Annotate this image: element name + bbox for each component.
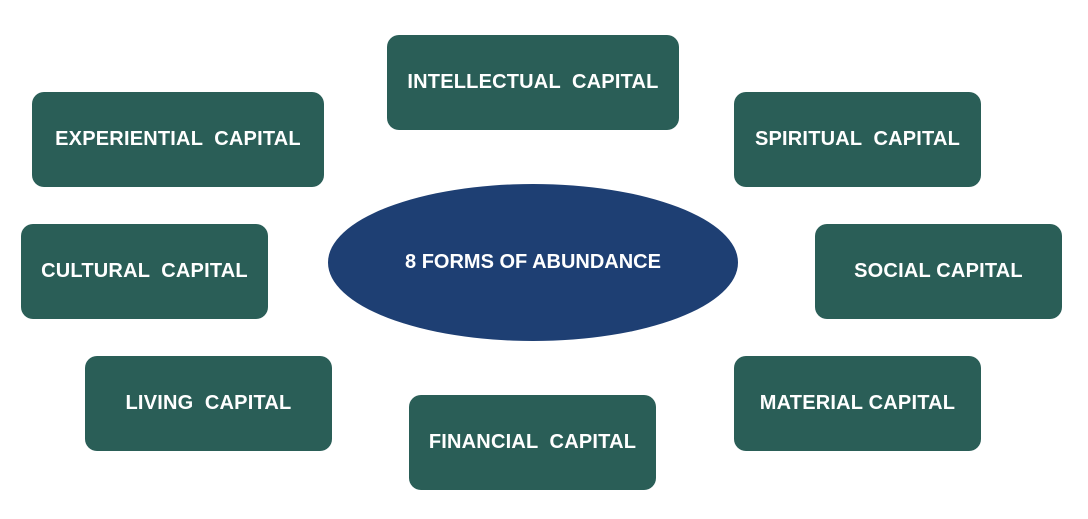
node-label: EXPERIENTIAL CAPITAL: [55, 128, 301, 150]
node-material-capital: MATERIAL CAPITAL: [734, 356, 981, 451]
node-label: INTELLECTUAL CAPITAL: [407, 71, 659, 93]
node-label: SOCIAL CAPITAL: [854, 260, 1023, 282]
node-label: FINANCIAL CAPITAL: [428, 431, 637, 453]
node-social-capital: SOCIAL CAPITAL: [815, 224, 1062, 319]
center-ellipse: 8 FORMS OF ABUNDANCE: [328, 184, 738, 341]
node-label: MATERIAL CAPITAL: [759, 392, 956, 414]
node-living-capital: LIVING CAPITAL: [85, 356, 332, 451]
node-label: SPIRITUAL CAPITAL: [754, 128, 961, 150]
node-intellectual-capital: INTELLECTUAL CAPITAL: [387, 35, 679, 130]
node-spiritual-capital: SPIRITUAL CAPITAL: [734, 92, 981, 187]
node-experiential-capital: EXPERIENTIAL CAPITAL: [32, 92, 324, 187]
node-label: CULTURAL CAPITAL: [41, 260, 248, 282]
center-label: 8 FORMS OF ABUNDANCE: [405, 251, 661, 273]
node-cultural-capital: CULTURAL CAPITAL: [21, 224, 268, 319]
node-label: LIVING CAPITAL: [125, 392, 292, 414]
node-financial-capital: FINANCIAL CAPITAL: [409, 395, 656, 490]
